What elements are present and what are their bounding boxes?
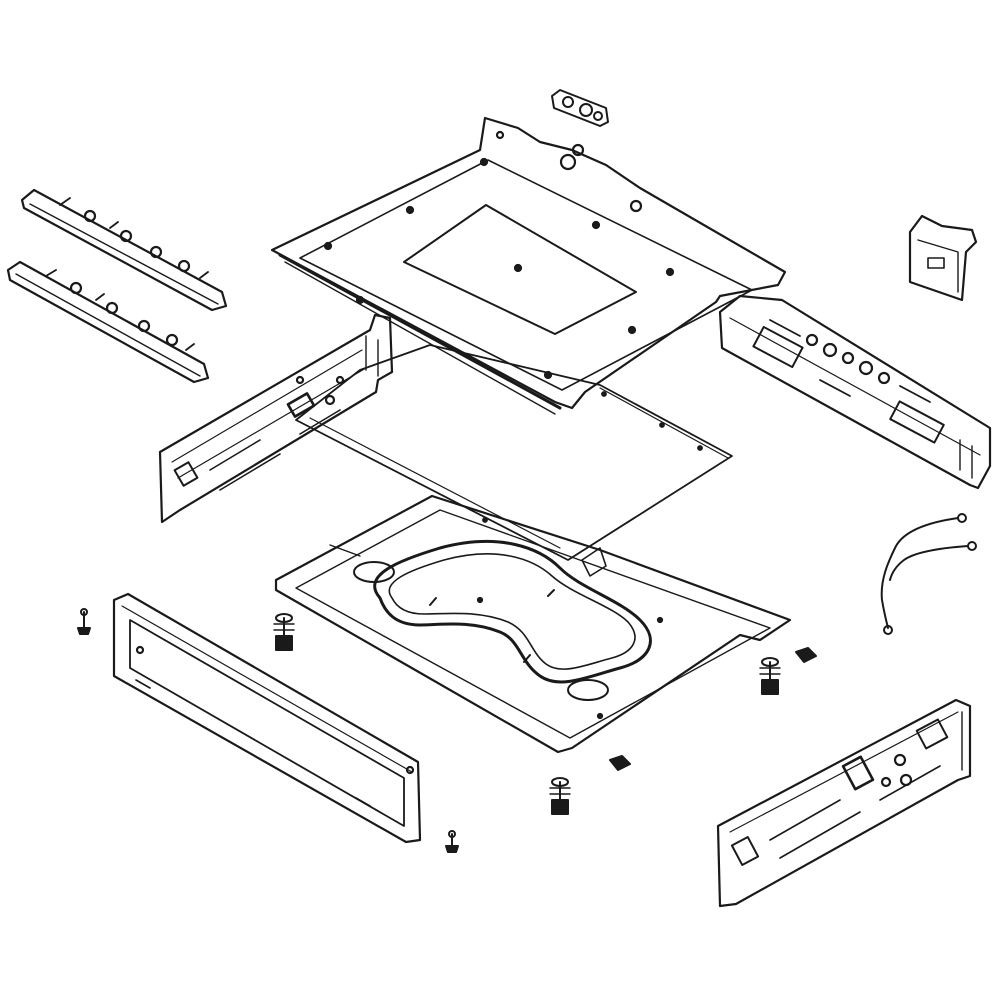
rail-lower <box>6 260 210 384</box>
leveling-foot-1 <box>273 613 295 651</box>
inner-sheet <box>295 344 733 561</box>
rear-bracket <box>908 214 978 302</box>
small-screw-1 <box>77 608 91 635</box>
gasket <box>551 89 609 127</box>
top-panel <box>270 116 787 415</box>
clip <box>609 647 817 771</box>
wire-harness <box>880 513 977 635</box>
leveling-foot <box>273 613 781 815</box>
small-screw <box>77 608 459 853</box>
leveling-foot-3 <box>549 777 571 815</box>
right-side-panel <box>718 294 992 490</box>
rail-upper <box>20 188 228 312</box>
front-frame <box>112 592 422 844</box>
clip-2 <box>609 755 631 771</box>
right-lower-panel <box>716 698 972 908</box>
leveling-foot-2 <box>759 657 781 695</box>
left-side-panel <box>158 313 394 524</box>
small-screw-2 <box>445 830 459 853</box>
bottom-pan <box>274 494 792 754</box>
clip-1 <box>795 647 817 663</box>
